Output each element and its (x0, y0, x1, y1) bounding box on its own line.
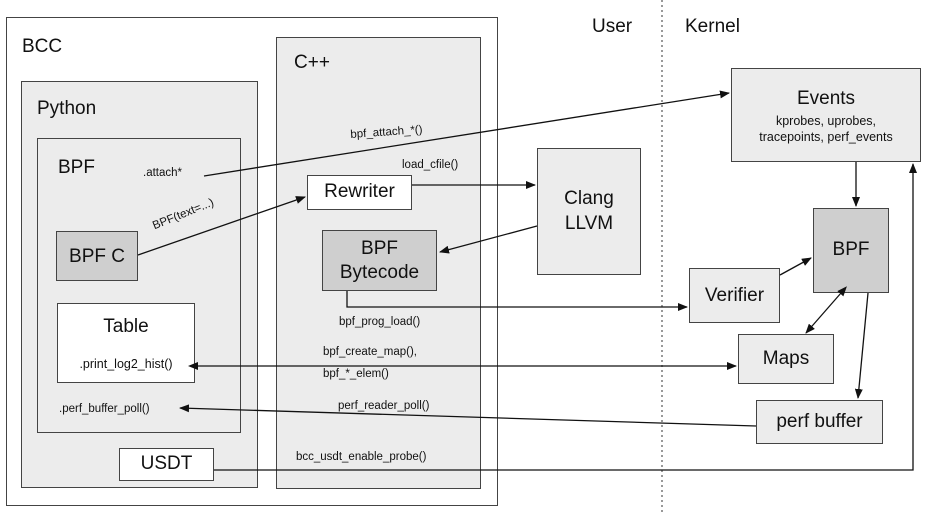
usdt-enable-label: bcc_usdt_enable_probe() (296, 451, 427, 463)
arrow-perfbuffer-poll (179, 404, 757, 427)
bpf-c-label: BPF C (69, 246, 125, 267)
verifier-label: Verifier (704, 285, 765, 306)
load-cfile-label: load_cfile() (402, 159, 459, 171)
arrow-bytecode-verifier (346, 291, 688, 311)
maps-box (738, 334, 834, 384)
events-title: Events (796, 88, 856, 109)
maps-label: Maps (762, 348, 810, 369)
rewriter-label: Rewriter (324, 181, 395, 202)
usdt-label: USDT (140, 453, 193, 474)
arrow-verifier-bpf (779, 257, 812, 276)
bpf-c-box (56, 231, 138, 281)
bpf-python-label: BPF (58, 157, 95, 178)
perf-buffer-poll-label: .perf_buffer_poll() (59, 403, 150, 415)
events-line-2: tracepoints, perf_events (759, 130, 893, 144)
bpf-kernel-label: BPF (832, 239, 870, 260)
bcc-label: BCC (22, 36, 63, 57)
perf-buffer-box (756, 400, 883, 444)
perf-buffer-label: perf buffer (776, 411, 863, 432)
arrow-bpf-perfbuffer (854, 292, 869, 399)
verifier-box (689, 268, 780, 323)
arrow-usdt-events (214, 163, 917, 471)
bytecode-box (322, 230, 437, 291)
bpf-create-map-label: bpf_create_map(), (323, 346, 417, 358)
bpf-prog-load-label: bpf_prog_load() (339, 316, 421, 328)
table-title: Table (103, 316, 149, 337)
cpp-label: C++ (294, 52, 330, 73)
events-line-1: kprobes, uprobes, (775, 114, 877, 128)
clang-llvm-box (537, 148, 641, 275)
arrow-bpf-maps (805, 286, 847, 334)
bytecode-label-2: Bytecode (339, 262, 420, 283)
user-region-label: User (592, 16, 633, 37)
bpf-elem-label: bpf_*_elem() (323, 368, 389, 380)
bytecode-label-1: BPF (361, 238, 398, 259)
table-function: .print_log2_hist() (79, 357, 173, 371)
usdt-box (119, 448, 214, 481)
bpf-kernel-box (813, 208, 889, 293)
arrow-attach-events (203, 90, 730, 177)
arrow-clang-bytecode (439, 225, 538, 254)
kernel-region-label: Kernel (685, 16, 740, 37)
python-label: Python (37, 98, 97, 119)
events-box (731, 68, 921, 162)
attach-label: .attach* (143, 167, 182, 179)
bpf-python-container (37, 138, 241, 433)
table-box (57, 303, 195, 383)
perf-reader-poll-label: perf_reader_poll() (338, 400, 430, 412)
llvm-label: LLVM (564, 213, 614, 234)
arrow-bpfc-rewriter (137, 196, 306, 256)
rewriter-box (307, 175, 412, 210)
clang-label: Clang (564, 188, 614, 209)
